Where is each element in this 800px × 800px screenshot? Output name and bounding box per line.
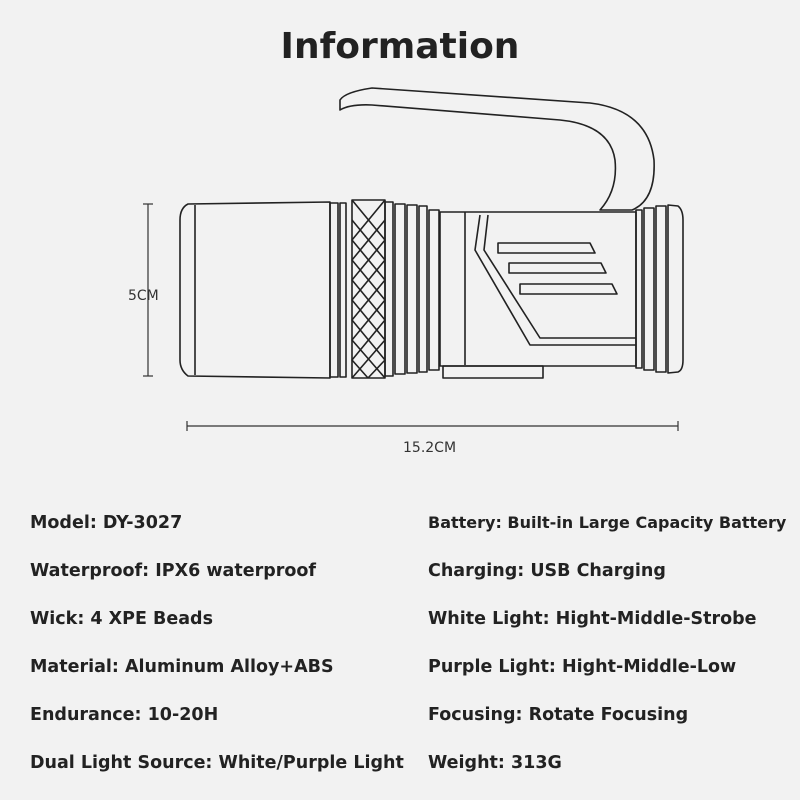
spec-charging: Charging: USB Charging — [428, 561, 666, 581]
height-dimension-label: 5CM — [128, 288, 159, 304]
vent-slot-2 — [508, 262, 607, 274]
base-plate — [442, 365, 544, 379]
height-dimension-line — [143, 203, 153, 377]
page-title: Information — [280, 26, 520, 67]
spec-model: Model: DY-3027 — [30, 513, 183, 533]
spec-light-source: Dual Light Source: White/Purple Light — [30, 753, 404, 773]
flashlight-head — [179, 201, 331, 379]
spec-endurance: Endurance: 10-20H — [30, 705, 219, 725]
handle-outline — [339, 87, 655, 211]
tail-cap — [667, 204, 684, 374]
spec-wick: Wick: 4 XPE Beads — [30, 609, 213, 629]
spec-battery: Battery: Built-in Large Capacity Battery — [428, 513, 787, 532]
flashlight-body — [439, 211, 637, 367]
length-dimension-label: 15.2CM — [403, 440, 457, 456]
spec-material: Material: Aluminum Alloy+ABS — [30, 657, 334, 677]
spec-purple-light: Purple Light: Hight-Middle-Low — [428, 657, 737, 677]
length-dimension-line — [186, 421, 679, 431]
spec-weight: Weight: 313G — [428, 753, 562, 773]
spec-focusing: Focusing: Rotate Focusing — [428, 705, 689, 725]
spec-waterproof: Waterproof: IPX6 waterproof — [30, 561, 317, 581]
vent-slot-3 — [519, 283, 618, 295]
vent-slot-1 — [497, 242, 596, 254]
spec-white-light: White Light: Hight-Middle-Strobe — [428, 609, 757, 629]
flashlight-diagram — [143, 87, 684, 431]
